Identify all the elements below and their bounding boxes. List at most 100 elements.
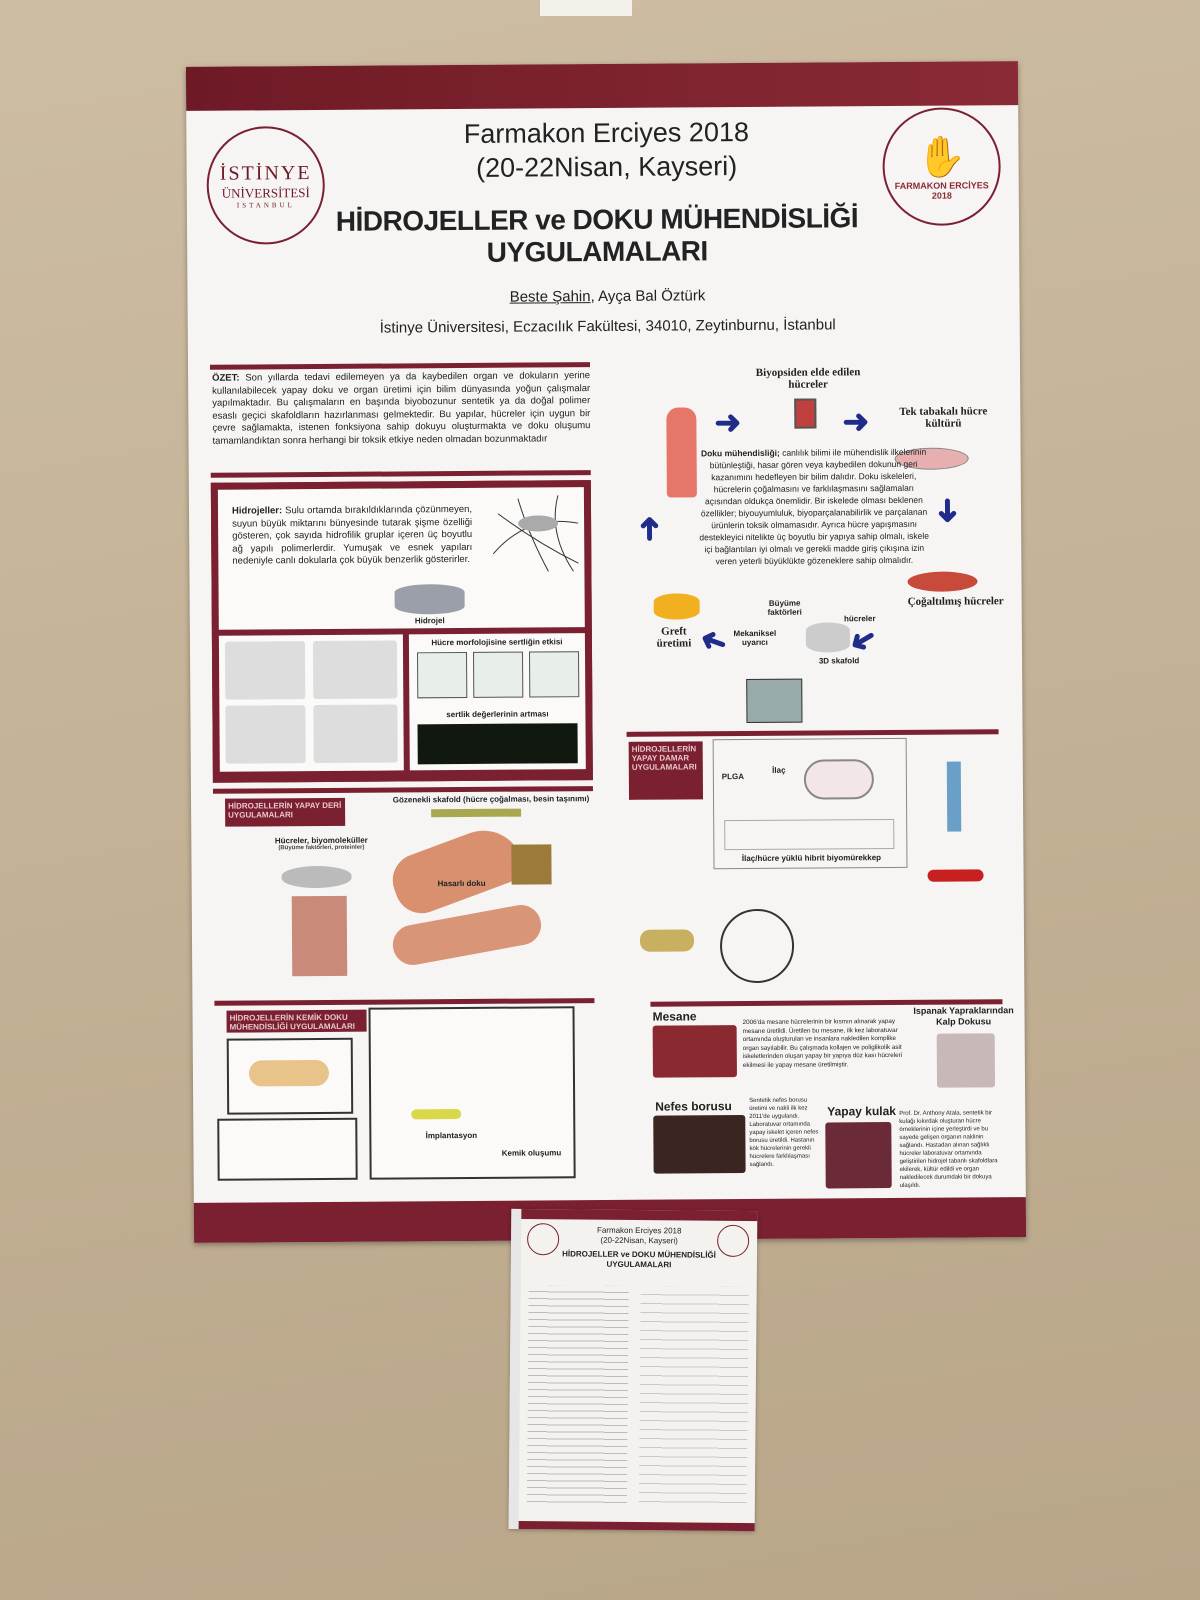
hydrogel-label: Hidrojeller:: [231, 505, 283, 517]
scaffold-figure: [431, 808, 522, 818]
cells-label: hücreler: [843, 614, 876, 624]
cube-figure: [472, 651, 524, 698]
cycle-arrow-icon: ➜: [630, 515, 667, 543]
drug-label: İlaç: [772, 765, 786, 775]
bioink-figure: PLGA İlaç İlaç/hücre yüklü hibrit biyomü…: [712, 737, 908, 870]
paper-tag: [540, 0, 632, 16]
figure: [639, 929, 695, 952]
damaged-tissue-label: Hasarlı doku: [437, 878, 486, 889]
polymer-network-diagram: [492, 495, 579, 572]
hydrogel-definition: Hidrojeller: Sulu ortamda bırakıldıkları…: [232, 504, 472, 568]
pig-image: [803, 759, 875, 800]
abstract-label: ÖZET:: [212, 372, 240, 384]
figure: [224, 641, 306, 700]
handout-header: Farmakon Erciyes 2018(20-22Nisan, Kayser…: [561, 1225, 717, 1246]
porous-scaffold-label: Gözenekli skafold (hücre çoğalması, besi…: [392, 794, 590, 805]
authors: Beste Şahin, Ayça Bal Öztürk: [337, 286, 877, 307]
bioink-label: İlaç/hücre yüklü hibrit biyomürekkep: [741, 853, 882, 864]
hydrogel-caption: Hidrojel: [414, 616, 445, 626]
divider: [209, 362, 591, 370]
logo-text: FARMAKON ERCİYES 2018: [894, 179, 989, 201]
author: Beste Şahin: [509, 288, 591, 306]
logo-text: İSTANBUL: [236, 200, 295, 210]
cells-label: Hücreler, biyomoleküller(Büyüme faktörle…: [251, 836, 391, 852]
growth-factors-label: Büyüme faktörleri: [767, 598, 802, 617]
cube-figure: [528, 651, 580, 698]
bone-section-header: HİDROJELLERİN KEMİK DOKU MÜHENDİSLİĞİ UY…: [226, 1009, 367, 1033]
implant-label: İmplantasyon: [425, 1130, 478, 1141]
scaffold-label: 3D skafold: [818, 656, 860, 666]
title-line: HİDROJELLER ve DOKU MÜHENDİSLİĞİ: [335, 202, 859, 237]
bladder-text: 2006'da mesane hücrelerinin bir kısmın a…: [742, 1017, 903, 1069]
hydrogel-mechanisms-panel: [218, 634, 404, 772]
expanded-cells-dish: [907, 571, 978, 592]
handout-left-column: [526, 1285, 629, 1506]
figure: [312, 640, 398, 700]
abstract-text: Son yıllarda tedavi edilemeyen ya da kay…: [212, 370, 591, 447]
bone-image: [248, 1059, 330, 1087]
trachea-title: Nefes borusu: [655, 1099, 732, 1114]
vessel-section-header: HİDROJELLERİN YAPAY DAMAR UYGULAMALARI: [628, 741, 704, 800]
cycle-arrow-icon: ➜: [714, 404, 742, 441]
scaffold-closeup: [746, 678, 803, 724]
title-line: UYGULAMALARI: [486, 235, 708, 268]
graft-label: Greft üretimi: [656, 625, 692, 650]
poster: İSTİNYE ÜNİVERSİTESİ İSTANBUL ✋FARMAKON …: [185, 61, 1027, 1243]
handout-top-bar: [521, 1209, 758, 1222]
bladder-image: [652, 1025, 737, 1078]
logo-text: ÜNİVERSİTESİ: [221, 184, 310, 201]
expanded-cells-label: Çoğaltılmış hücreler: [907, 595, 1004, 608]
conference-dates: (20-22Nisan, Kayseri): [475, 151, 738, 183]
human-figure: [666, 407, 697, 498]
bone-formation-label: Kemik oluşumu: [501, 1148, 562, 1158]
poster-top-bar: [185, 61, 1019, 111]
affiliation: İstinye Üniversitesi, Eczacılık Fakültes…: [379, 316, 836, 337]
heart-title: Ispanak Yapraklarından Kalp Dokusu: [913, 1005, 1014, 1027]
conference-title: Farmakon Erciyes 2018 (20-22Nisan, Kayse…: [336, 114, 876, 186]
handout-right-column: [638, 1286, 749, 1507]
divider: [214, 998, 595, 1006]
skin-diagram: [291, 895, 348, 977]
skin-section-header: HİDROJELLERİN YAPAY DERİ UYGULAMALARI: [225, 797, 346, 827]
tissue-engineering-text: Doku mühendisliği; canlılık bilimi ile m…: [699, 446, 930, 568]
abstract: ÖZET: Son yıllarda tedavi edilemeyen ya …: [212, 370, 591, 448]
te-label: Doku mühendisliği;: [700, 447, 780, 459]
fluorescence-images: [417, 723, 578, 765]
mechanical-stimulus-label: Mekaniksel uyarıcı: [733, 628, 777, 648]
divider: [212, 786, 593, 794]
ear-text: Prof. Dr. Anthony Atala, sentetik bir ku…: [899, 1110, 998, 1189]
te-text: canlılık bilimi ile mühendislik ilkeleri…: [699, 446, 930, 567]
handout-dates: (20-22Nisan, Kayseri): [600, 1235, 678, 1246]
divider: [210, 470, 591, 478]
bioprinter-nozzle: [946, 761, 962, 832]
cube-figure: [416, 651, 468, 699]
scaffold-image: [805, 622, 851, 653]
bone-engineering-figure: İmplantasyon Kemik oluşumu: [368, 1006, 576, 1180]
trachea-image: [653, 1115, 746, 1174]
conference-name: Farmakon Erciyes 2018: [463, 116, 750, 149]
trachea-text: Sentetik nefes borusu üretimi ve nakli i…: [749, 1097, 819, 1169]
figure: [511, 844, 552, 885]
handshake-icon: ✋: [916, 134, 967, 180]
vessel-image: [927, 869, 984, 882]
graft-image: [653, 593, 700, 620]
petri-dish: [281, 865, 352, 889]
bone-components-figure: [217, 1117, 358, 1181]
components-row: [724, 818, 895, 851]
figure: [313, 704, 398, 764]
arm-image: [385, 819, 528, 921]
cycle-arrow-icon: ➜: [842, 403, 870, 440]
vessel-closeup: [719, 908, 795, 984]
bone-figure: [226, 1037, 354, 1115]
ear-image: [825, 1122, 892, 1189]
handout-title-line: UYGULAMALARI: [606, 1259, 672, 1270]
poster-handout: Farmakon Erciyes 2018(20-22Nisan, Kayser…: [508, 1208, 758, 1532]
author: , Ayça Bal Öztürk: [590, 287, 706, 306]
biopsy-label: Biyopsiden elde edilen hücreler: [755, 366, 861, 391]
figure: [225, 705, 306, 764]
stiffness-axis-label: sertlik değerlerinin artması: [446, 709, 549, 720]
cycle-arrow-icon: ➜: [930, 497, 967, 525]
ear-title: Yapay kulak: [827, 1103, 896, 1119]
bone-icon: [411, 1109, 462, 1120]
